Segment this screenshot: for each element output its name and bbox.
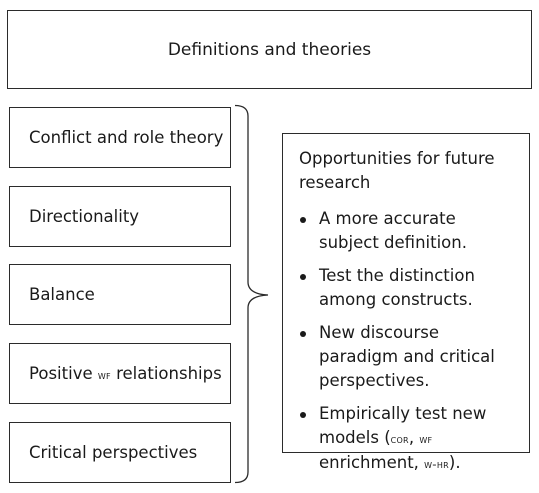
list-item-text-part: enrichment, xyxy=(319,453,425,472)
bullet-icon xyxy=(300,412,306,418)
list-item: New discourse paradigm and critical pers… xyxy=(299,321,519,393)
topic-label: Directionality xyxy=(29,207,140,226)
curly-brace-connector xyxy=(234,104,269,484)
abbr-wf: WF xyxy=(419,432,433,446)
opportunities-title: Opportunities for future research xyxy=(299,149,495,192)
list-item-text-part: , xyxy=(408,428,420,447)
list-item: Empirically test new models (COR, WF enr… xyxy=(299,402,519,476)
list-item-text: Empirically test new models (COR, WF enr… xyxy=(319,404,486,472)
list-item: Test the distinction among constructs. xyxy=(299,264,519,312)
list-item-text: A more accurate subject definition. xyxy=(319,209,467,252)
definitions-header-label: Definitions and theories xyxy=(167,39,372,60)
bullet-icon xyxy=(300,274,306,280)
topic-box-balance: Balance xyxy=(9,264,231,325)
topic-box-directionality: Directionality xyxy=(9,186,231,247)
topic-label-suffix: relationships xyxy=(110,364,222,383)
topic-label-prefix: Positive xyxy=(29,364,98,383)
list-item-text: Test the distinction among constructs. xyxy=(319,266,475,309)
opportunities-list: A more accurate subject definition. Test… xyxy=(299,207,519,476)
list-item-text-part: Empirically test new models ( xyxy=(319,404,487,447)
topic-label: Conflict and role theory xyxy=(29,128,224,147)
definitions-header-box: Definitions and theories xyxy=(7,10,532,89)
bullet-icon xyxy=(300,217,306,223)
opportunities-box: Opportunities for future research A more… xyxy=(282,133,530,472)
abbr-cor: COR xyxy=(390,432,409,446)
bullet-icon xyxy=(300,331,306,337)
topic-box-critical-perspectives: Critical perspectives xyxy=(9,422,231,483)
topic-box-positive-wf-relationships: Positive WF relationships xyxy=(9,343,231,404)
topic-label-abbr: WF xyxy=(97,368,111,382)
list-item: A more accurate subject definition. xyxy=(299,207,519,255)
topic-box-conflict-role-theory: Conflict and role theory xyxy=(9,107,231,168)
list-item-text: New discourse paradigm and critical pers… xyxy=(319,323,495,390)
topic-label: Balance xyxy=(29,285,95,304)
topic-label: Positive WF relationships xyxy=(29,364,222,383)
list-item-text-part: ). xyxy=(448,453,461,472)
abbr-w-hr: W-HR xyxy=(424,457,449,471)
topic-label: Critical perspectives xyxy=(29,443,198,462)
